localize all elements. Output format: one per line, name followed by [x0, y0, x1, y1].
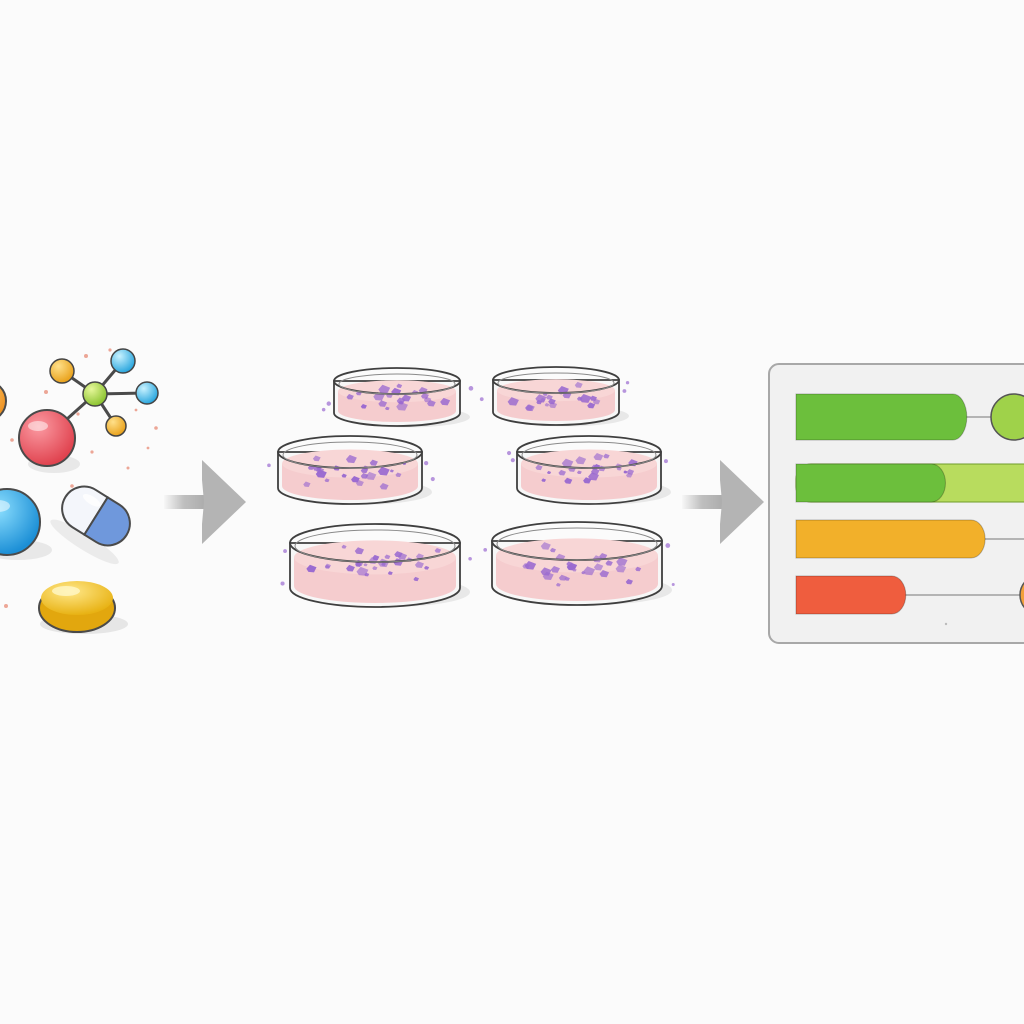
result-bar	[795, 519, 1024, 559]
result-bar	[795, 575, 1024, 615]
petri-dish	[506, 435, 671, 505]
arrow-right-icon	[164, 460, 246, 544]
result-bar	[795, 393, 1024, 441]
result-marker	[1019, 581, 1024, 609]
result-bar	[795, 463, 1024, 503]
capsule-pill-icon	[50, 485, 131, 565]
cell-colonies	[346, 383, 451, 411]
compound-specks	[4, 348, 158, 608]
blue-sphere-icon	[0, 488, 52, 560]
petri-dish	[267, 435, 435, 505]
result-bars	[795, 393, 1024, 615]
petri-dish	[321, 367, 474, 428]
partial-ball-icon	[0, 385, 7, 417]
arrow-layer	[164, 460, 764, 544]
molecule-icon	[18, 348, 159, 473]
cell-colonies	[522, 542, 642, 587]
result-marker	[990, 393, 1024, 441]
compounds-cluster	[0, 348, 159, 634]
arrow-right-icon	[682, 460, 764, 544]
petri-dish	[280, 523, 472, 608]
petri-dish	[479, 366, 630, 427]
results-panel	[768, 363, 1024, 644]
yellow-tablet-icon	[38, 581, 128, 634]
cell-colonies	[306, 544, 442, 582]
petri-dish-group	[267, 366, 675, 608]
petri-dish	[483, 521, 675, 606]
